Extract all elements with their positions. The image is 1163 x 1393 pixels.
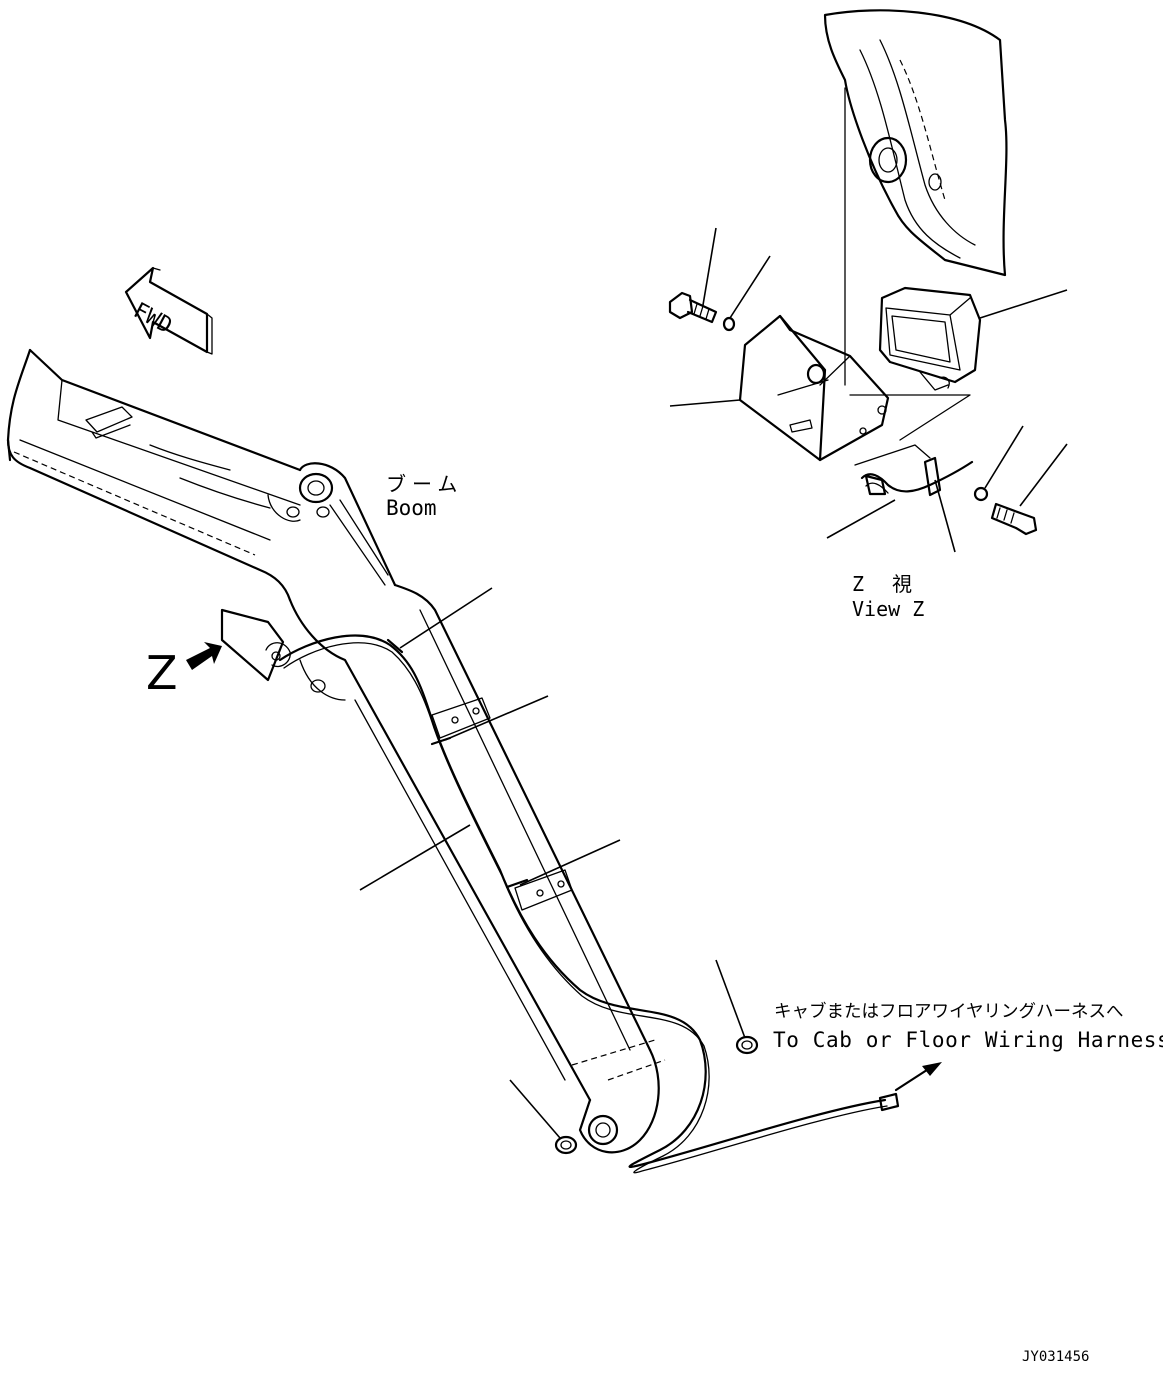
work-lamp bbox=[878, 286, 982, 391]
view-z-marker: Z bbox=[146, 646, 178, 700]
view-z-title-en: View Z bbox=[852, 597, 925, 621]
boom-label-jp: ブーム bbox=[386, 472, 464, 496]
harness-direction-arrow-icon bbox=[894, 1062, 942, 1092]
boom-body bbox=[6, 348, 666, 1154]
view-z-arrow-icon bbox=[186, 642, 222, 670]
fwd-arrow-icon bbox=[124, 266, 213, 355]
leader-lines bbox=[359, 227, 1068, 1139]
boom-label-en: Boom bbox=[386, 496, 437, 520]
view-z-title-jp: Z 視 bbox=[852, 572, 917, 596]
bolt-icon bbox=[668, 291, 718, 324]
washer-icon bbox=[722, 316, 989, 502]
boom-work-lamp bbox=[220, 608, 291, 682]
view-z-guides bbox=[849, 394, 971, 466]
harness-note-en: To Cab or Floor Wiring Harness bbox=[773, 1028, 1163, 1052]
bolt-icon bbox=[990, 502, 1038, 536]
ring-washer-icon bbox=[554, 1035, 759, 1155]
frame-detail bbox=[823, 9, 1008, 386]
harness-note-jp: キャブまたはフロアワイヤリングハーネスへ bbox=[774, 1002, 1124, 1022]
wire-clamp-icon bbox=[860, 456, 974, 497]
lamp-bracket bbox=[738, 314, 890, 462]
drawing-number: JY031456 bbox=[1022, 1349, 1090, 1365]
wiring-harness bbox=[278, 634, 900, 1174]
